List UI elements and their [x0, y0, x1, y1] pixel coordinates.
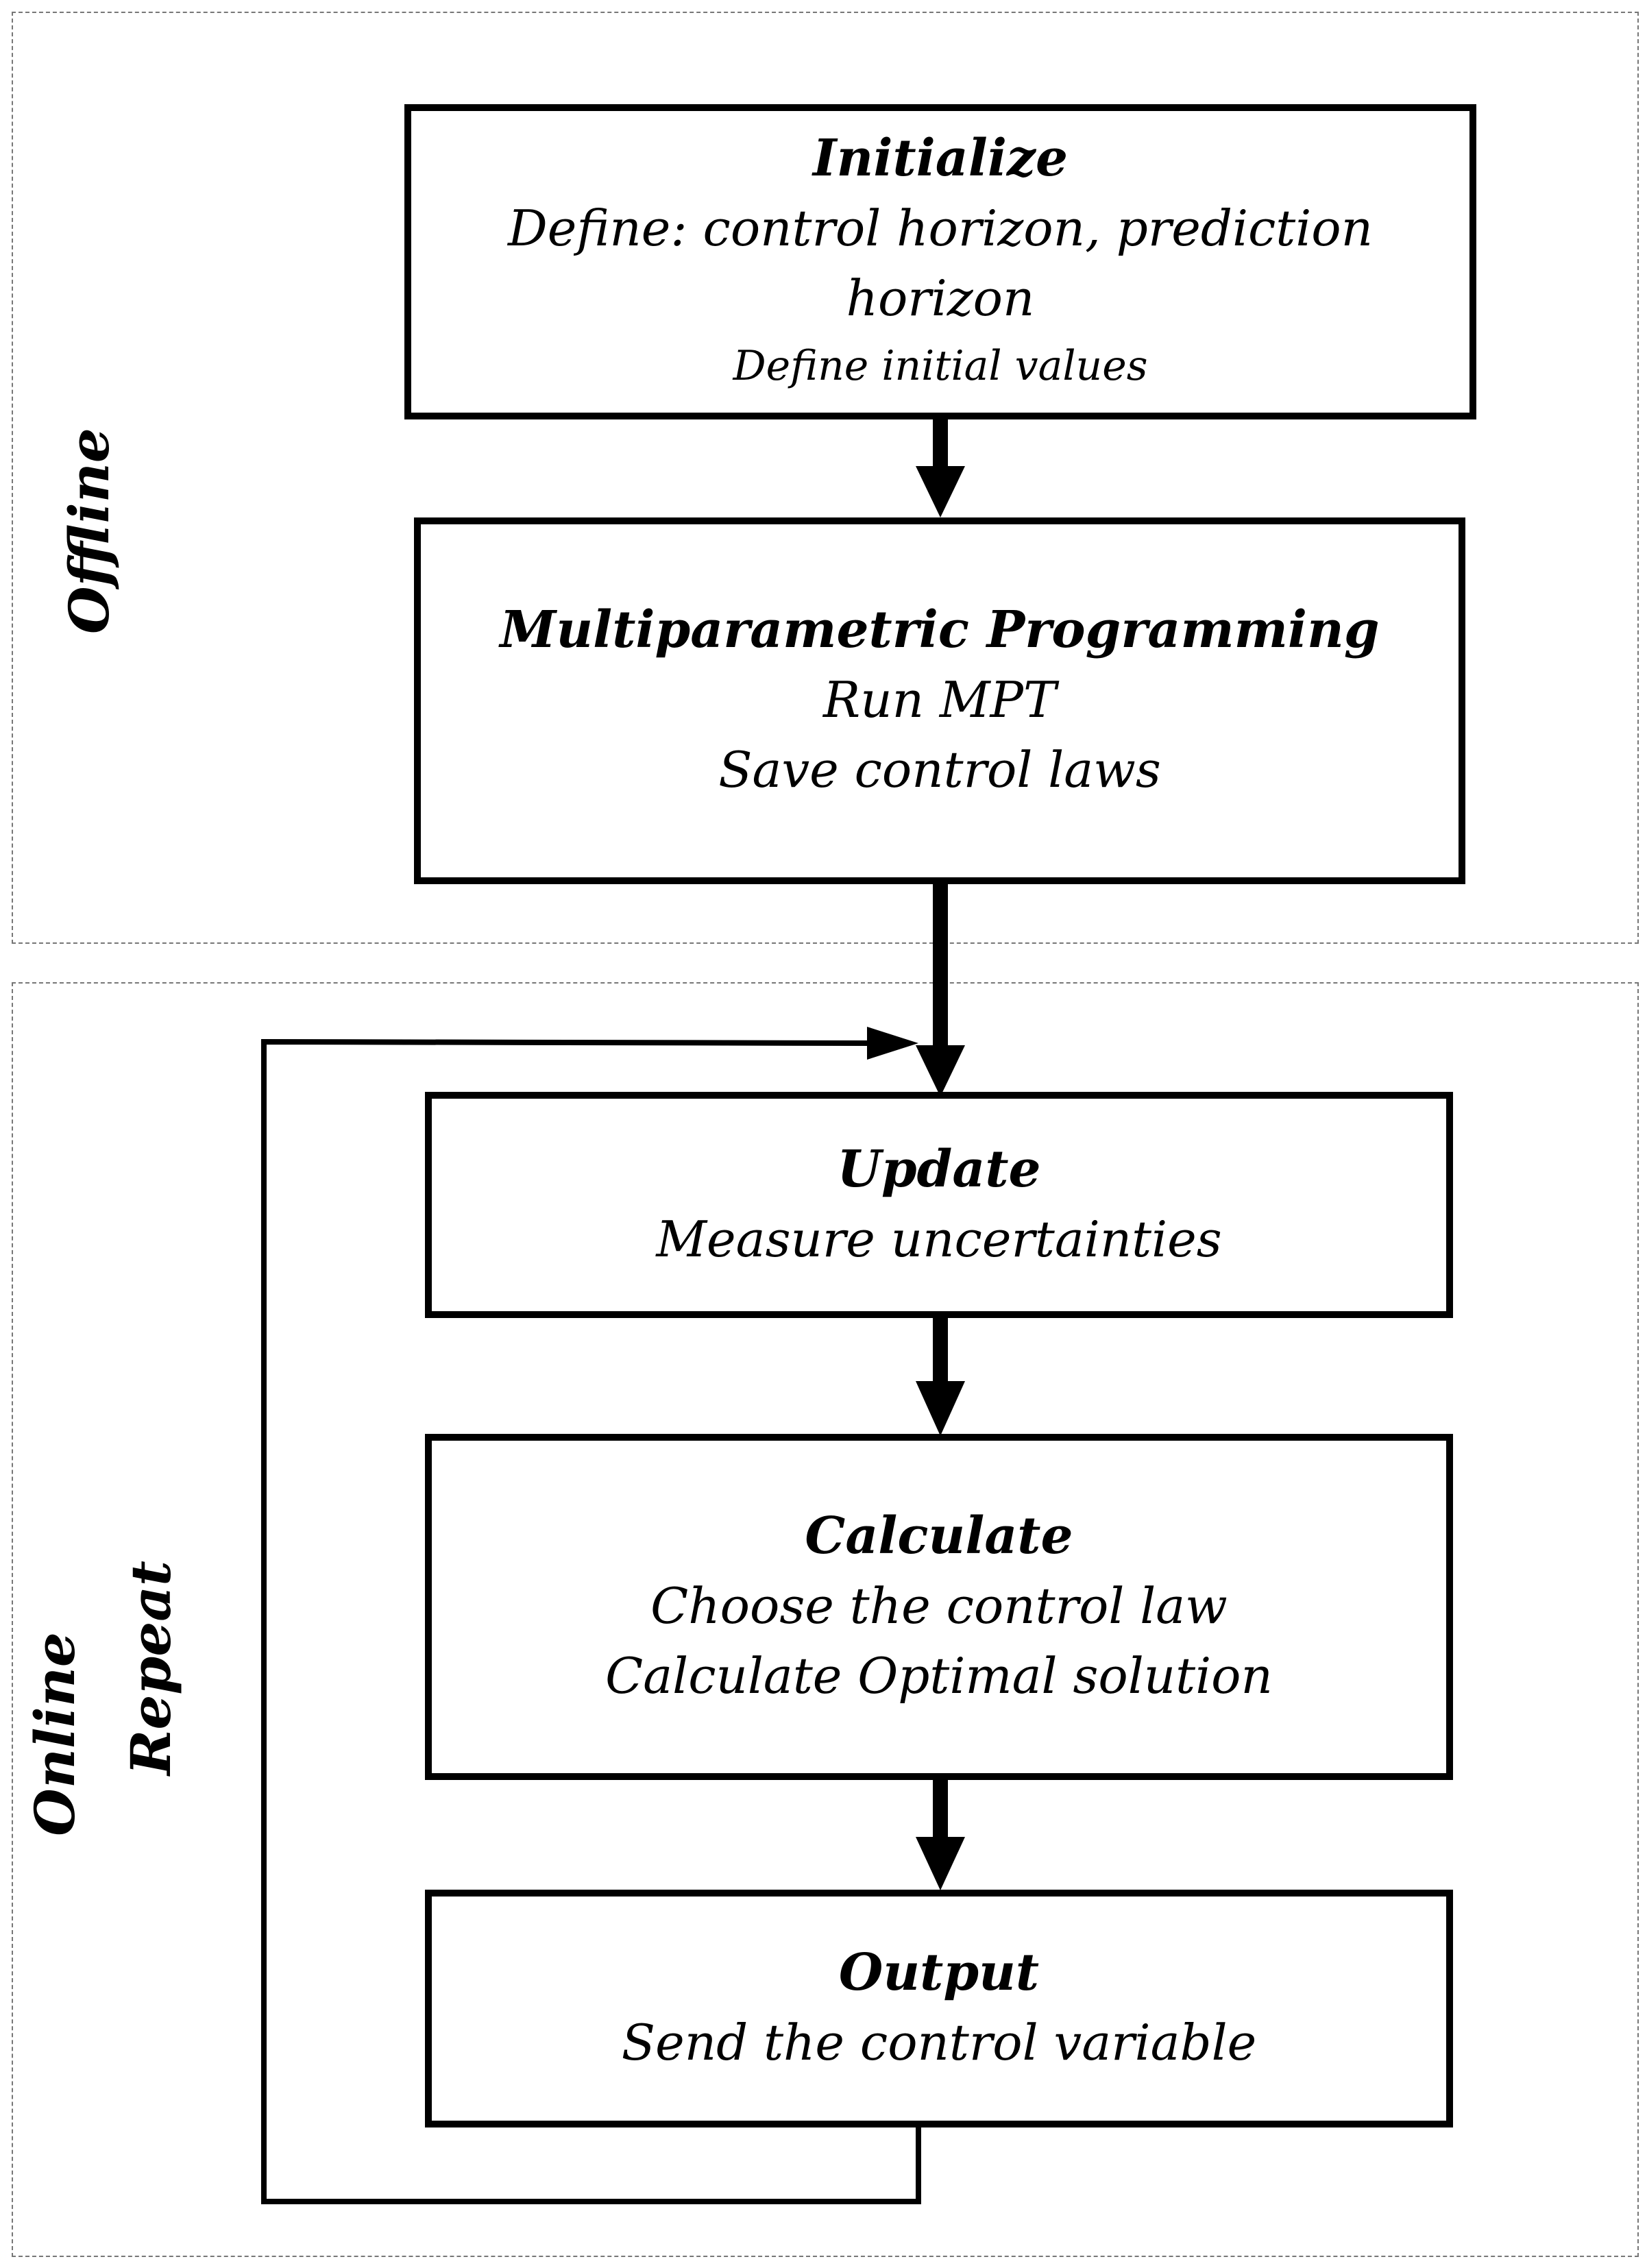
output-box: Output Send the control variable [425, 1890, 1453, 2127]
repeat-loop-line [261, 1038, 921, 2204]
box-line: Define initial values [733, 342, 1148, 391]
box-title: Calculate [805, 1507, 1073, 1566]
online-region [12, 982, 1639, 2257]
box-title: Multiparametric Programming [500, 600, 1380, 660]
arrowhead [916, 1837, 965, 1890]
box-line: Run MPT [822, 671, 1057, 729]
box-line: Measure uncertainties [656, 1210, 1222, 1268]
box-title: Initialize [812, 128, 1069, 188]
initialize-box: Initialize Define: control horizon, pred… [404, 104, 1476, 419]
arrowhead [916, 1381, 965, 1436]
arrowhead [916, 1045, 965, 1097]
multiparametric-programming-box: Multiparametric Programming Run MPT Save… [414, 517, 1465, 884]
update-box: Update Measure uncertainties [425, 1092, 1453, 1318]
box-line: Send the control variable [621, 2014, 1257, 2072]
repeat-loop-arrowhead [867, 1027, 918, 1060]
box-line: Calculate Optimal solution [605, 1647, 1273, 1705]
calculate-box: Calculate Choose the control law Calcula… [425, 1434, 1453, 1780]
box-line: Define: control horizon, prediction hori… [508, 199, 1373, 327]
box-title: Output [838, 1943, 1040, 2003]
offline-region [12, 12, 1639, 944]
box-line: Save control laws [718, 741, 1161, 799]
box-line: Choose the control law [650, 1577, 1228, 1635]
box-title: Update [837, 1139, 1041, 1199]
arrowhead [916, 466, 965, 517]
